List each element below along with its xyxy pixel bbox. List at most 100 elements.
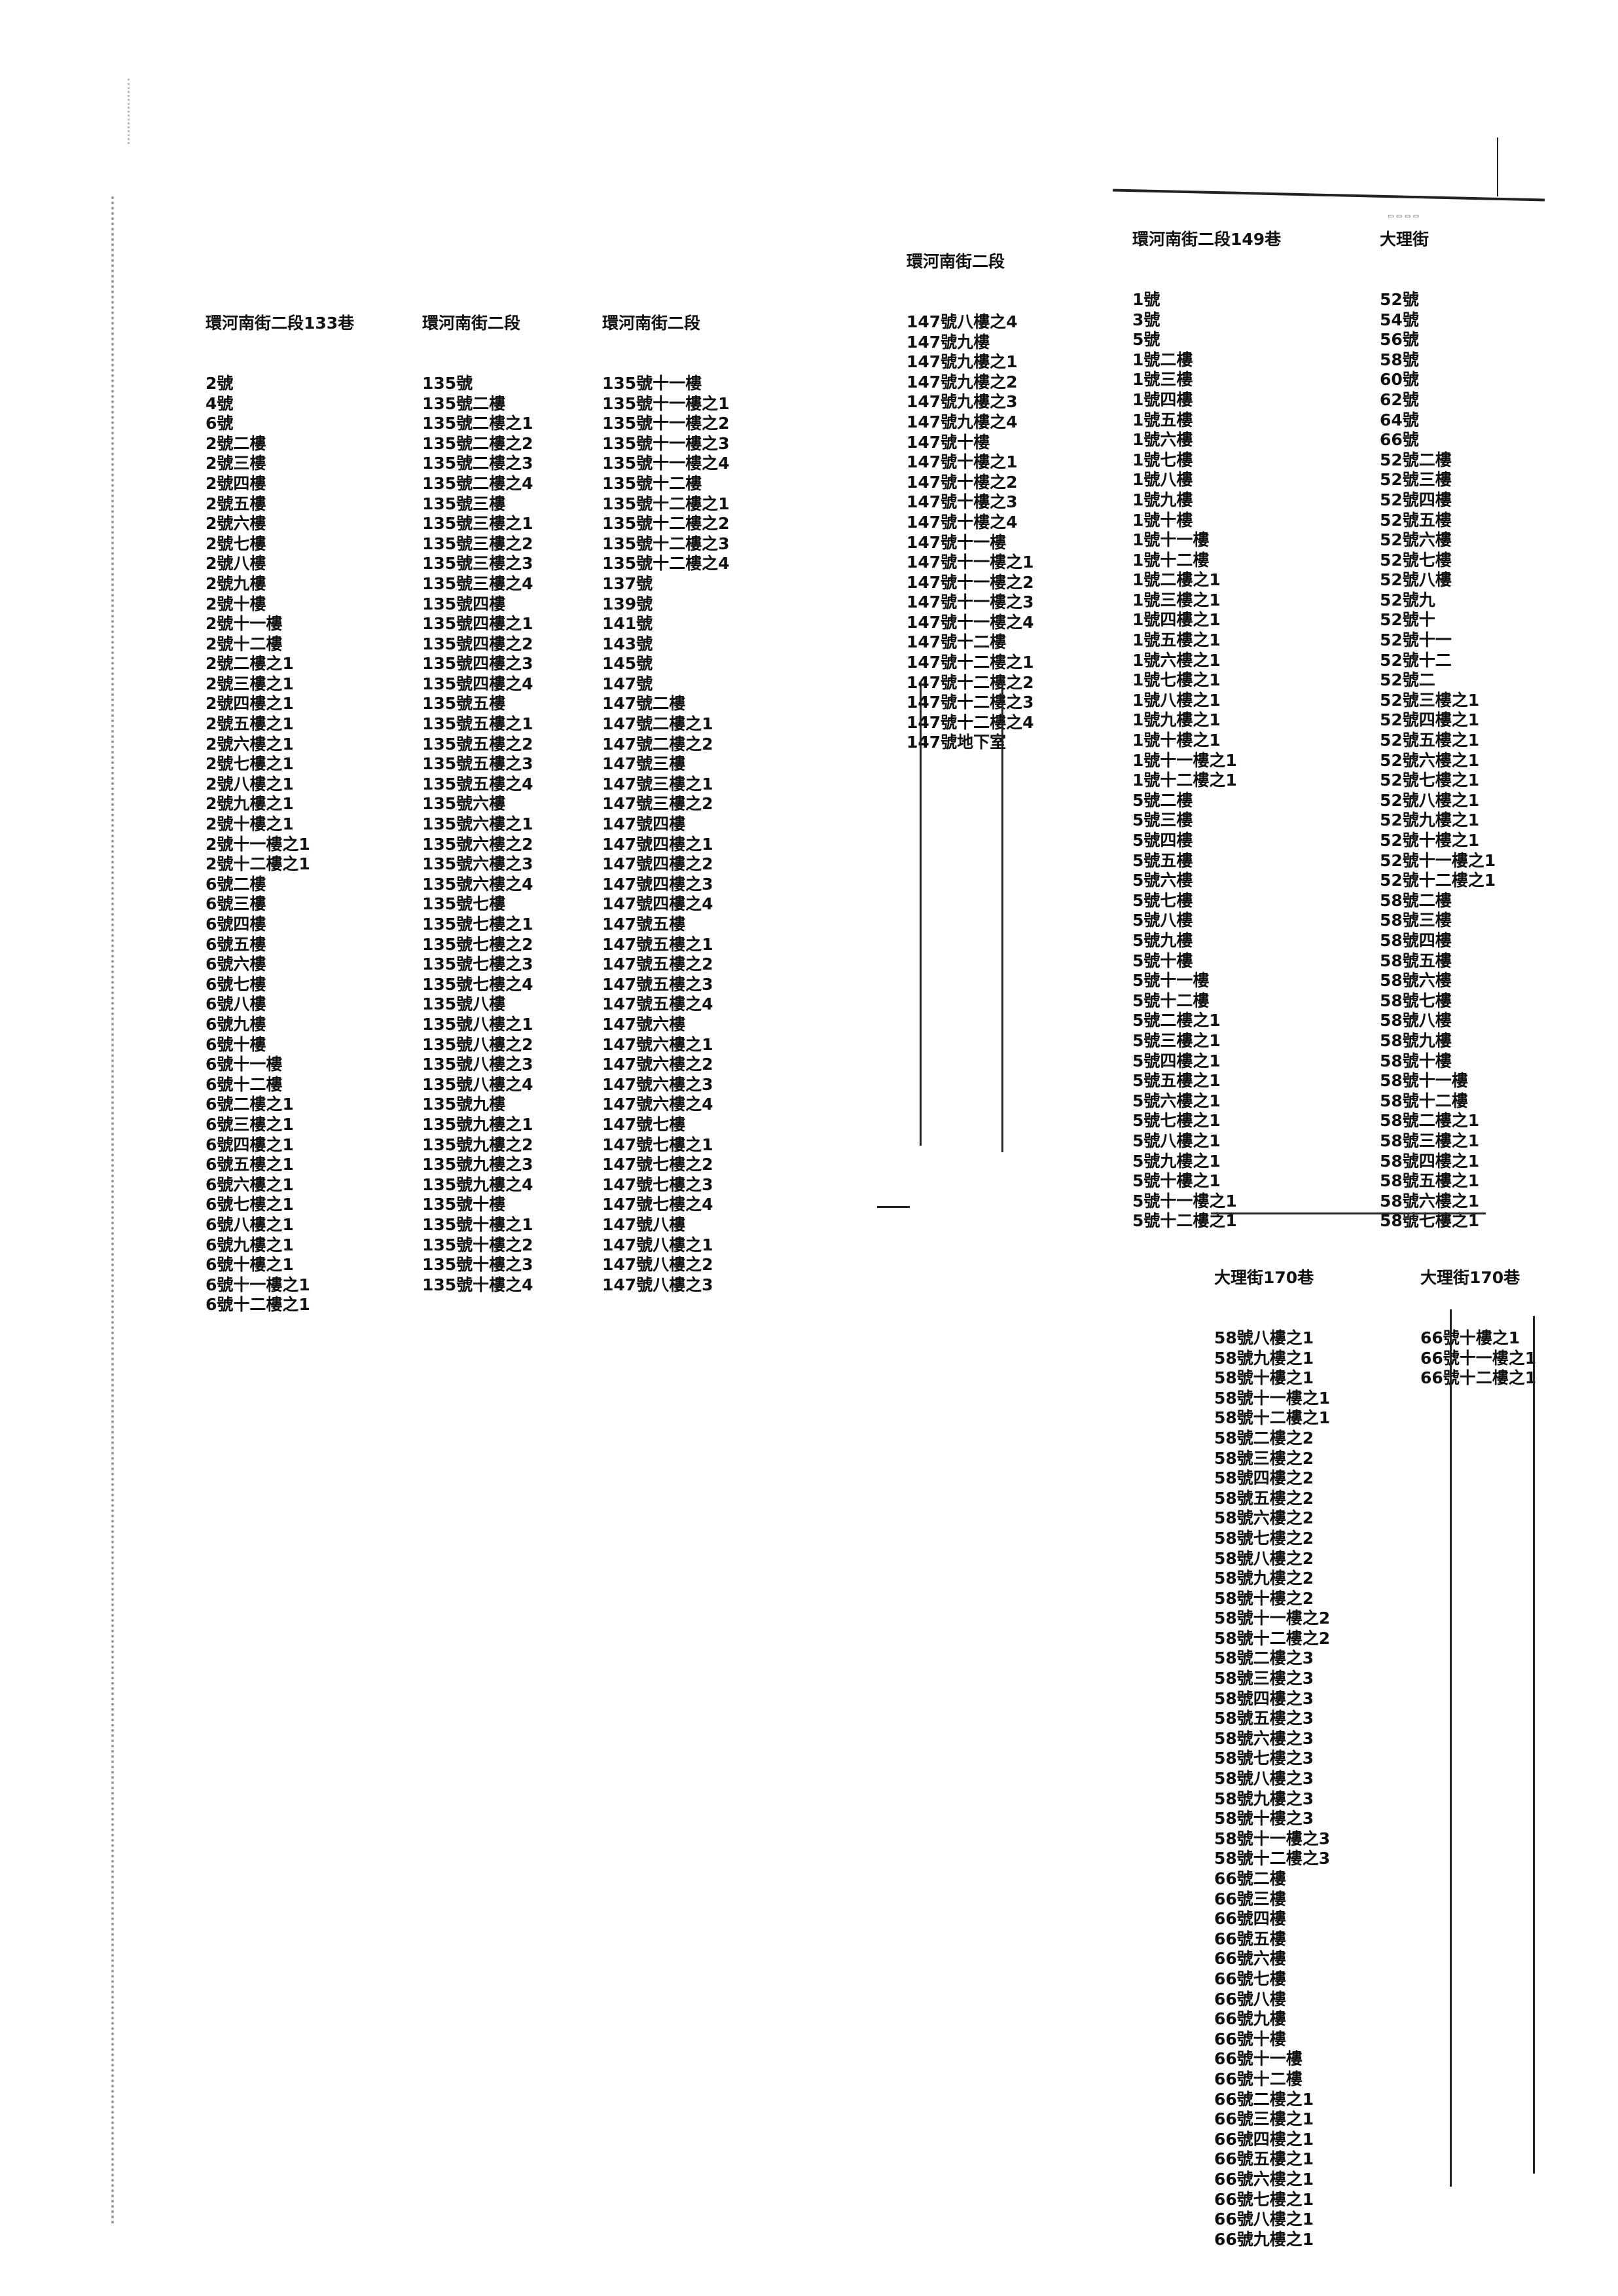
address-entry: 147號四樓之4 <box>602 894 713 914</box>
address-entry: 147號六樓之1 <box>602 1034 713 1054</box>
address-entry: 6號六樓之1 <box>206 1175 294 1194</box>
address-entry: 147號八樓之4 <box>907 312 1018 331</box>
address-entry: 135號五樓之4 <box>422 774 533 793</box>
address-entry: 2號十樓之1 <box>206 814 294 834</box>
address-entry: 52號二 <box>1380 670 1435 690</box>
address-entry: 135號六樓之3 <box>422 854 533 874</box>
address-entry: 1號八樓 <box>1132 470 1193 490</box>
address-entry: 135號四樓 <box>422 594 506 613</box>
address-entry: 5號五樓之1 <box>1132 1071 1221 1091</box>
column-header: 環河南街二段 <box>422 314 521 333</box>
address-entry: 60號 <box>1380 370 1419 390</box>
address-entry: 58號九樓 <box>1380 1030 1452 1050</box>
address-entry: 58號四樓之1 <box>1380 1151 1480 1171</box>
address-entry: 6號九樓之1 <box>206 1235 294 1254</box>
address-entry: 147號九樓 <box>907 332 990 352</box>
address-entry: 135號十樓之3 <box>422 1255 533 1275</box>
address-entry: 1號九樓 <box>1132 490 1193 509</box>
address-entry: 5號 <box>1132 330 1160 350</box>
address-entry: 52號六樓之1 <box>1380 750 1480 770</box>
address-entry: 66號七樓之1 <box>1214 2189 1314 2209</box>
address-entry: 5號三樓 <box>1132 811 1193 830</box>
address-entry: 6號五樓 <box>206 934 266 954</box>
address-entry: 147號五樓 <box>602 915 686 934</box>
address-entry: 66號 <box>1380 430 1419 450</box>
address-entry: 2號九樓 <box>206 574 266 593</box>
address-entry: 135號七樓之1 <box>422 915 533 934</box>
address-entry: 58號五樓之3 <box>1214 1709 1314 1728</box>
address-entry: 2號五樓之1 <box>206 714 294 734</box>
address-entry: 135號三樓之3 <box>422 554 533 574</box>
address-entry: 2號九樓之1 <box>206 794 294 814</box>
address-entry: 6號四樓 <box>206 915 266 934</box>
address-entry: 147號十樓之4 <box>907 512 1018 532</box>
address-entry: 58號十一樓 <box>1380 1071 1468 1091</box>
address-entry: 5號八樓之1 <box>1132 1131 1221 1150</box>
address-entry: 147號七樓 <box>602 1114 686 1134</box>
address-entry: 58號三樓 <box>1380 911 1452 930</box>
address-entry: 52號十一樓之1 <box>1380 850 1496 870</box>
address-entry: 5號二樓 <box>1132 790 1193 810</box>
address-entry: 66號十二樓之1 <box>1420 1368 1537 1388</box>
address-entry: 66號六樓之1 <box>1214 2169 1314 2189</box>
address-entry: 135號七樓之3 <box>422 955 533 974</box>
address-entry: 64號 <box>1380 410 1419 429</box>
address-entry: 66號四樓之1 <box>1214 2129 1314 2149</box>
address-entry: 58號六樓之1 <box>1380 1191 1480 1211</box>
address-entry: 135號八樓之3 <box>422 1055 533 1074</box>
vertical-line <box>1001 681 1003 1152</box>
address-entry: 135號十樓之4 <box>422 1275 533 1294</box>
middle-rule-line <box>1211 1212 1486 1214</box>
vertical-line <box>920 681 922 1146</box>
address-entry: 2號二樓之1 <box>206 654 294 674</box>
address-entry: 135號五樓之1 <box>422 714 533 734</box>
address-entry: 147號地下室 <box>907 733 1007 752</box>
column-header: 環河南街二段 <box>602 314 701 333</box>
left-margin-dots <box>111 196 114 2226</box>
address-entry: 6號十二樓之1 <box>206 1295 310 1315</box>
address-entry: 58號十二樓之3 <box>1214 1849 1331 1868</box>
address-entry: 135號六樓之4 <box>422 874 533 894</box>
address-entry: 58號五樓之1 <box>1380 1171 1480 1191</box>
address-entry: 5號三樓之1 <box>1132 1030 1221 1050</box>
address-entry: 2號五樓 <box>206 494 266 513</box>
address-entry: 1號四樓 <box>1132 390 1193 409</box>
address-entry: 6號二樓 <box>206 874 266 894</box>
address-entry: 147號八樓之2 <box>602 1255 713 1275</box>
address-entry: 6號三樓之1 <box>206 1114 294 1134</box>
address-entry: 135號八樓之1 <box>422 1014 533 1034</box>
address-entry: 66號五樓之1 <box>1214 2149 1314 2169</box>
address-entry: 147號十一樓 <box>907 532 1007 552</box>
address-entry: 66號三樓 <box>1214 1889 1286 1908</box>
address-entry: 135號十一樓之1 <box>602 393 730 413</box>
address-entry: 2號八樓 <box>206 554 266 574</box>
column-header: 大理街170巷 <box>1420 1268 1520 1288</box>
address-entry: 5號四樓 <box>1132 831 1193 850</box>
address-entry: 58號九樓之1 <box>1214 1348 1314 1368</box>
address-entry: 135號三樓之1 <box>422 514 533 534</box>
address-entry: 58號十二樓 <box>1380 1091 1468 1110</box>
address-entry: 66號二樓之1 <box>1214 2089 1314 2109</box>
address-entry: 58號七樓之2 <box>1214 1528 1314 1548</box>
address-entry: 135號十二樓之3 <box>602 534 730 553</box>
address-entry: 66號十二樓 <box>1214 2069 1303 2088</box>
address-entry: 1號六樓 <box>1132 430 1193 450</box>
address-entry: 135號五樓之2 <box>422 734 533 754</box>
address-entry: 145號 <box>602 654 653 674</box>
address-entry: 58號二樓之1 <box>1380 1111 1480 1131</box>
address-entry: 5號十一樓之1 <box>1132 1191 1237 1211</box>
address-entry: 147號四樓之2 <box>602 854 713 874</box>
column-header: 環河南街二段 <box>907 252 1005 272</box>
address-entry: 6號五樓之1 <box>206 1155 294 1175</box>
address-entry: 54號 <box>1380 310 1419 329</box>
address-entry: 1號二樓 <box>1132 350 1193 369</box>
address-entry: 2號六樓之1 <box>206 734 294 754</box>
address-entry: 135號二樓之2 <box>422 433 533 453</box>
address-entry: 58號十樓之3 <box>1214 1809 1314 1829</box>
address-entry: 147號八樓之1 <box>602 1235 713 1254</box>
address-entry: 52號八樓 <box>1380 570 1452 590</box>
address-entry: 1號十一樓 <box>1132 530 1210 550</box>
